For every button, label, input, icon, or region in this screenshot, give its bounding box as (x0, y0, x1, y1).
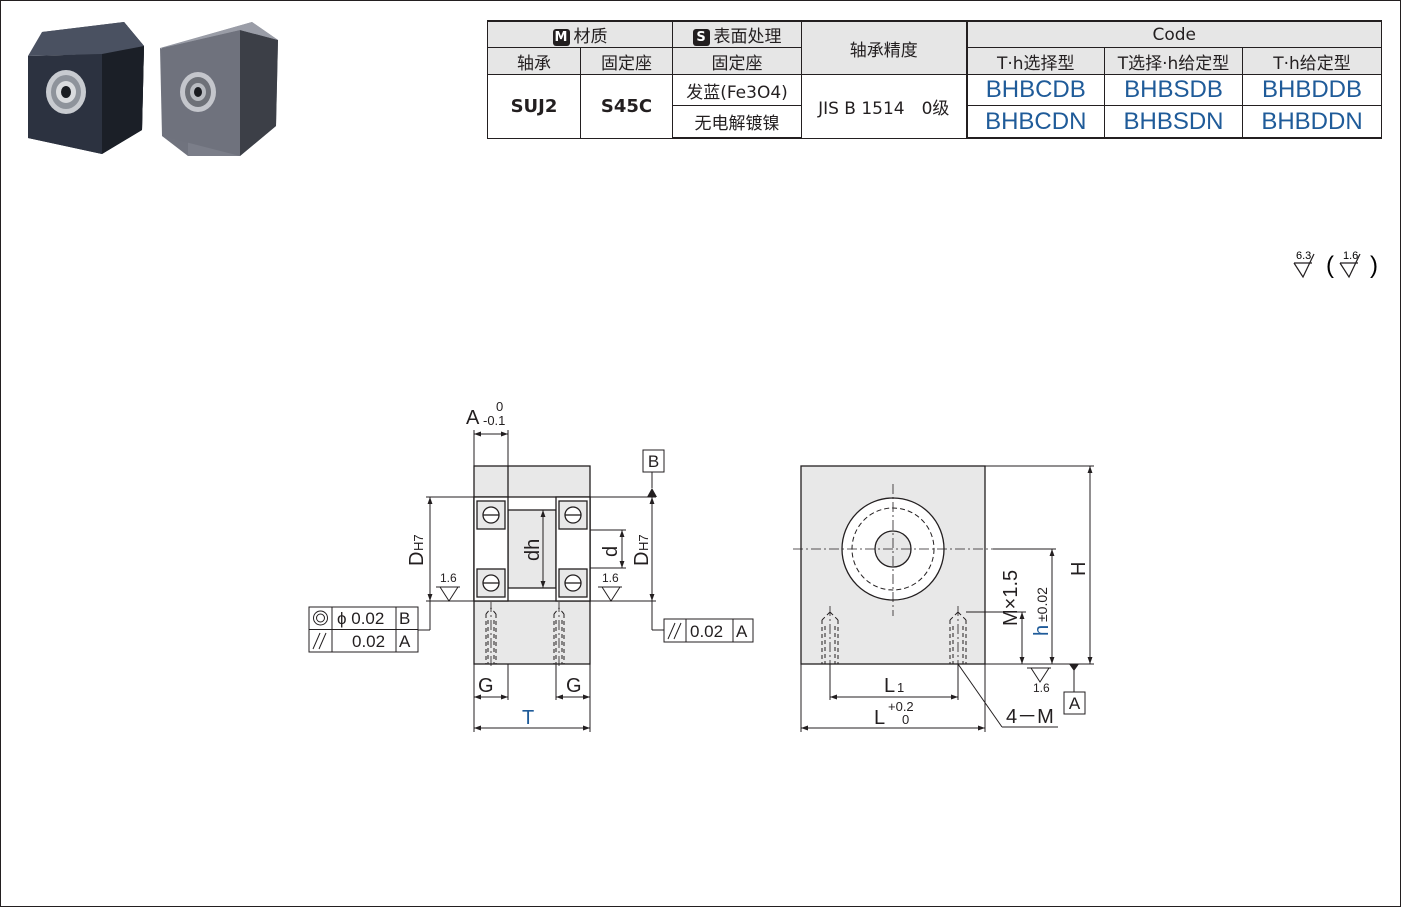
holder-header: 固定座 (580, 47, 673, 75)
dim-dh7-right: D (631, 552, 653, 566)
dim-dh7-left-sub: H7 (411, 534, 426, 551)
product-photo-blackened (28, 22, 144, 154)
datum-a-label: A (1069, 694, 1081, 713)
dim-a-label: A (466, 407, 480, 429)
tol-parallel2-value: 0.02 (690, 622, 723, 641)
tol-parallel-value: 0.02 (352, 632, 385, 651)
left-view (473, 465, 591, 668)
tol-parallel2-ref: A (736, 622, 748, 641)
tol-parallel-ref: A (399, 632, 411, 651)
tap-callout: 4－M (1006, 706, 1054, 728)
code-cell: BHBSDN (1104, 105, 1243, 139)
dim-a-tol-lower: -0.1 (483, 413, 505, 428)
tolerance-frame-left (308, 606, 419, 653)
dim-l1: L (884, 675, 895, 697)
left-view-dimensions (418, 430, 664, 732)
dim-g-right: G (566, 675, 582, 697)
datum-b-label: B (648, 452, 659, 471)
svg-text:): ) (1370, 252, 1378, 279)
product-photo-nickel (160, 22, 278, 156)
roughness-right-value: 1.6 (602, 571, 619, 585)
precision-value: JIS B 1514 0级 (801, 74, 967, 139)
surface-holder-header: 固定座 (672, 47, 802, 75)
datum-b-box (642, 449, 665, 473)
code-cell: BHBDDN (1242, 105, 1382, 139)
treatment-black-oxide: 发蓝(Fe3O4) (672, 74, 802, 106)
dim-dh7-left: D (406, 552, 428, 566)
dim-l: L (874, 707, 885, 729)
dim-l1-sub: 1 (897, 680, 904, 695)
surface-badge: S (692, 29, 710, 46)
datum-b-triangle (647, 488, 657, 497)
tol-concentric-value: ϕ 0.02 (337, 609, 384, 628)
roughness-left-value: 1.6 (440, 571, 457, 585)
dim-thread-depth: M×1.5 (1000, 570, 1022, 626)
precision-header: 轴承精度 (801, 20, 967, 75)
dim-dh7-right-sub: H7 (636, 534, 651, 551)
surface-roughness-note: 6.3 ( 1.6 ) (1293, 250, 1378, 279)
surface-label: 表面处理 (713, 27, 782, 47)
holder-material: S45C (580, 74, 673, 139)
dim-dh: dh (522, 539, 544, 561)
material-badge: M (552, 29, 570, 46)
treatment-nickel: 无电解镀镍 (672, 105, 802, 139)
code-cell: BHBDDB (1242, 74, 1382, 106)
roughness-bottom-value: 1.6 (1033, 681, 1050, 695)
svg-text:(: ( (1326, 252, 1334, 279)
bearing-material: SUJ2 (487, 74, 581, 139)
code-cell: BHBCDN (965, 105, 1105, 139)
dim-center-height-tol: ±0.02 (1034, 587, 1050, 622)
code-cell: BHBCDB (965, 74, 1105, 106)
bearing-header: 轴承 (487, 47, 581, 75)
dim-l-tol-lower: 0 (902, 712, 909, 727)
dim-h-total: H (1068, 562, 1090, 576)
datum-a-triangle (1069, 664, 1079, 671)
code-col-th-given: T·h给定型 (1242, 47, 1382, 75)
code-col-th-select: T·h选择型 (965, 47, 1105, 75)
tol-concentric-ref: B (399, 609, 410, 628)
dim-g-left: G (478, 675, 494, 697)
right-view (793, 465, 993, 668)
roughness-main-value: 6.3 (1296, 250, 1311, 262)
datum-a-box (1063, 691, 1086, 715)
tolerance-frame-right (663, 618, 754, 643)
code-header: Code (965, 20, 1382, 48)
roughness-other-value: 1.6 (1343, 250, 1358, 262)
dim-t: T (522, 707, 534, 729)
dim-a-tol-upper: 0 (496, 399, 503, 414)
dim-d: d (600, 546, 622, 557)
code-cell: BHBSDB (1104, 74, 1243, 106)
dim-l-tol-upper: +0.2 (888, 699, 914, 714)
code-col-t-select-h-given: T选择·h给定型 (1104, 47, 1243, 75)
material-label: 材质 (573, 27, 608, 47)
dim-center-height: h (1031, 625, 1053, 636)
